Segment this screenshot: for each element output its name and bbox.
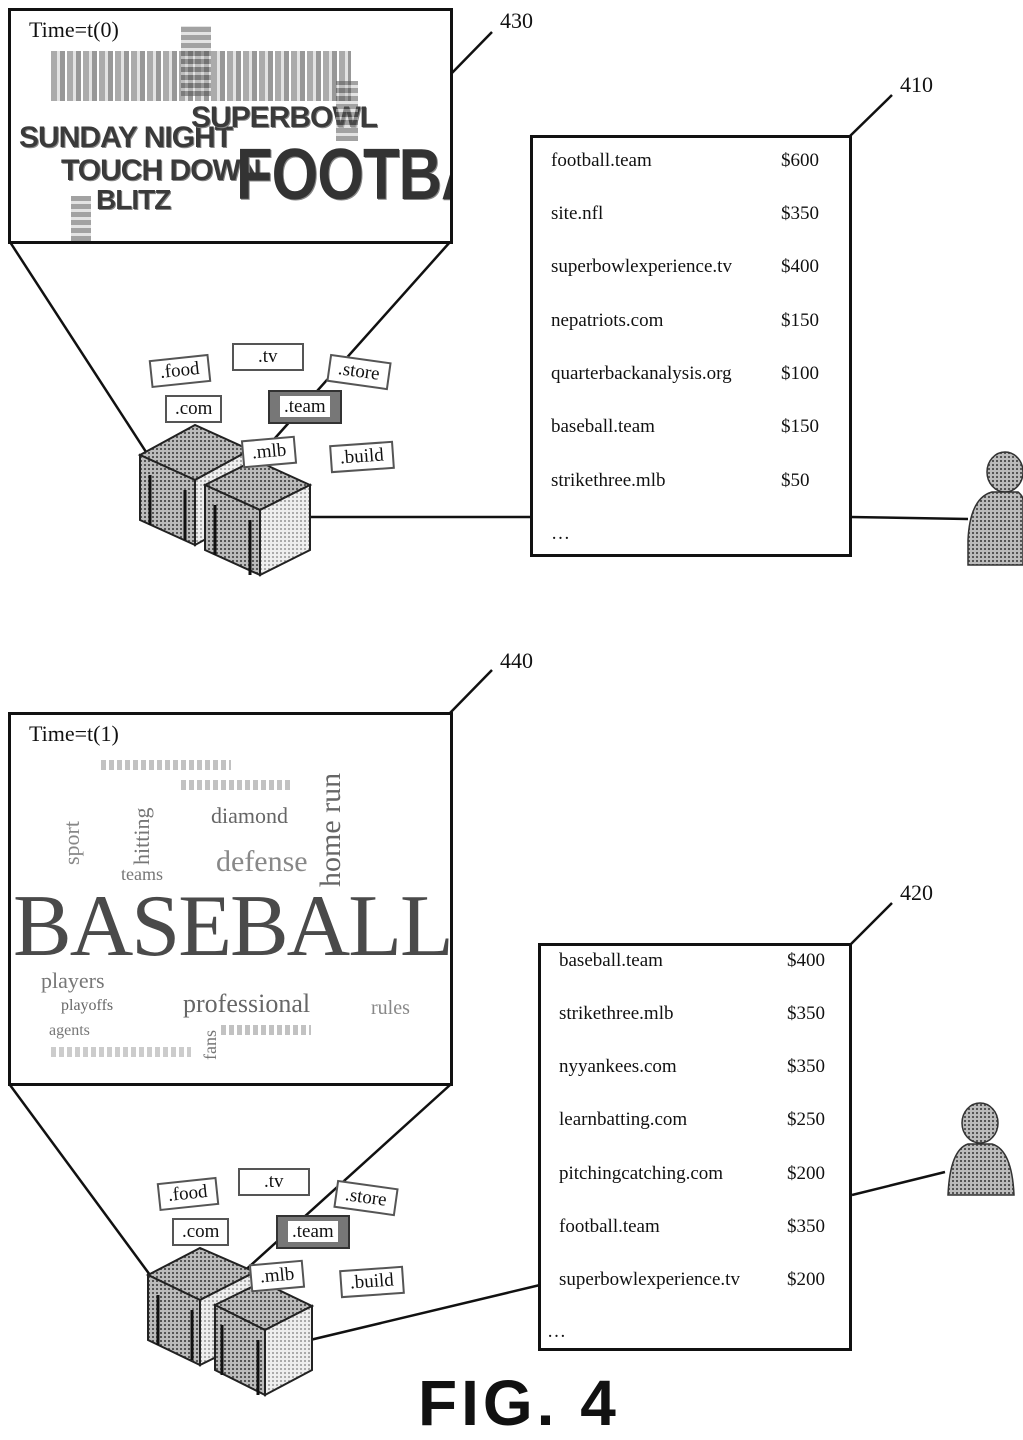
domain-name: strikethree.mlb (551, 470, 666, 492)
tld-tag: .team (276, 1215, 350, 1249)
word: BLITZ (96, 186, 170, 214)
list-item: strikethree.mlb $50 (551, 470, 831, 494)
word-cloud-t0: Time=t(0) SUNDAY NIGHT SUPERBOWL TOUCH D… (8, 8, 453, 244)
user-icon (948, 1103, 1014, 1195)
user-icon (968, 452, 1023, 565)
reference-number-420: 420 (900, 880, 933, 906)
list-item: football.team $350 (559, 1216, 831, 1240)
domain-price: $150 (781, 416, 819, 438)
reference-number-430: 430 (500, 8, 533, 34)
list-item: quarterbackanalysis.org $100 (551, 363, 831, 387)
word: teams (121, 865, 163, 883)
word: hitting (131, 808, 153, 865)
list-item: football.team $600 (551, 150, 831, 174)
domain-name: strikethree.mlb (559, 1003, 674, 1025)
tld-tag: .team (268, 390, 342, 424)
domain-name: baseball.team (559, 950, 663, 972)
list-item: learnbatting.com $250 (559, 1109, 831, 1133)
word: BASEBALL (13, 883, 452, 971)
domain-name: football.team (551, 150, 652, 172)
tld-tag: .build (329, 441, 395, 473)
domain-price: $350 (781, 203, 819, 225)
domain-name: nepatriots.com (551, 310, 663, 332)
word: TOUCH DOWN (61, 156, 260, 186)
tld-tag: .com (172, 1218, 229, 1246)
domain-price: $200 (787, 1163, 825, 1185)
list-item: baseball.team $400 (559, 950, 831, 974)
domain-name: site.nfl (551, 203, 603, 225)
domain-price: $350 (787, 1003, 825, 1025)
tld-tag: .mlb (241, 436, 298, 469)
tld-tag-label: .team (288, 1221, 338, 1242)
domain-list-t0: football.team $600 site.nfl $350 superbowl… (530, 135, 852, 557)
domain-price: $200 (787, 1269, 825, 1291)
domain-name: football.team (559, 1216, 660, 1238)
domain-price: $50 (781, 470, 810, 492)
domain-price: $100 (781, 363, 819, 385)
word: FOOTBALL (236, 139, 453, 211)
tld-tag: .com (165, 395, 222, 423)
list-item: pitchingcatching.com $200 (559, 1163, 831, 1187)
list-item: strikethree.mlb $350 (559, 1003, 831, 1027)
word: rules (371, 998, 410, 1018)
domain-name: quarterbackanalysis.org (551, 363, 732, 385)
domain-price: $350 (787, 1056, 825, 1078)
word: players (41, 970, 105, 992)
domain-name: superbowlexperience.tv (551, 256, 732, 278)
domain-name: learnbatting.com (559, 1109, 687, 1131)
domain-price: $250 (787, 1109, 825, 1131)
domain-name: superbowlexperience.tv (559, 1269, 740, 1291)
word: sport (61, 821, 83, 865)
domain-price: $400 (781, 256, 819, 278)
list-item: site.nfl $350 (551, 203, 831, 227)
domain-name: baseball.team (551, 416, 655, 438)
reference-number-410: 410 (900, 72, 933, 98)
word: diamond (211, 805, 288, 827)
list-item: superbowlexperience.tv $200 (559, 1269, 831, 1293)
time-label: Time=t(1) (27, 721, 121, 747)
domain-name: pitchingcatching.com (559, 1163, 723, 1185)
word: playoffs (61, 998, 113, 1014)
domain-name: nyyankees.com (559, 1056, 677, 1078)
domain-price: $150 (781, 310, 819, 332)
domain-price: $350 (787, 1216, 825, 1238)
figure-label: FIG. 4 (418, 1366, 620, 1440)
domain-price: $400 (787, 950, 825, 972)
tld-tag: .mlb (249, 1260, 306, 1293)
word-cloud-t1: Time=t(1) BASEBALL diamond defense home … (8, 712, 453, 1086)
more-ellipsis: … (551, 523, 570, 545)
tld-tag-label: .team (280, 396, 330, 417)
word: fans (201, 1030, 219, 1060)
list-item: nepatriots.com $150 (551, 310, 831, 334)
domain-list-t1: baseball.team $400 strikethree.mlb $350 ny… (538, 943, 852, 1351)
reference-number-440: 440 (500, 648, 533, 674)
list-item: superbowlexperience.tv $400 (551, 256, 831, 280)
tld-tag: .build (339, 1266, 405, 1298)
word: professional (183, 991, 310, 1017)
word: agents (49, 1023, 90, 1039)
list-item: baseball.team $150 (551, 416, 831, 440)
domain-price: $600 (781, 150, 819, 172)
more-ellipsis: … (547, 1321, 566, 1343)
list-item: nyyankees.com $350 (559, 1056, 831, 1080)
tld-tag: .tv (238, 1168, 310, 1196)
tld-tag: .tv (232, 343, 304, 371)
word: defense (216, 847, 308, 877)
word: home run (316, 773, 346, 887)
time-label: Time=t(0) (27, 17, 121, 43)
